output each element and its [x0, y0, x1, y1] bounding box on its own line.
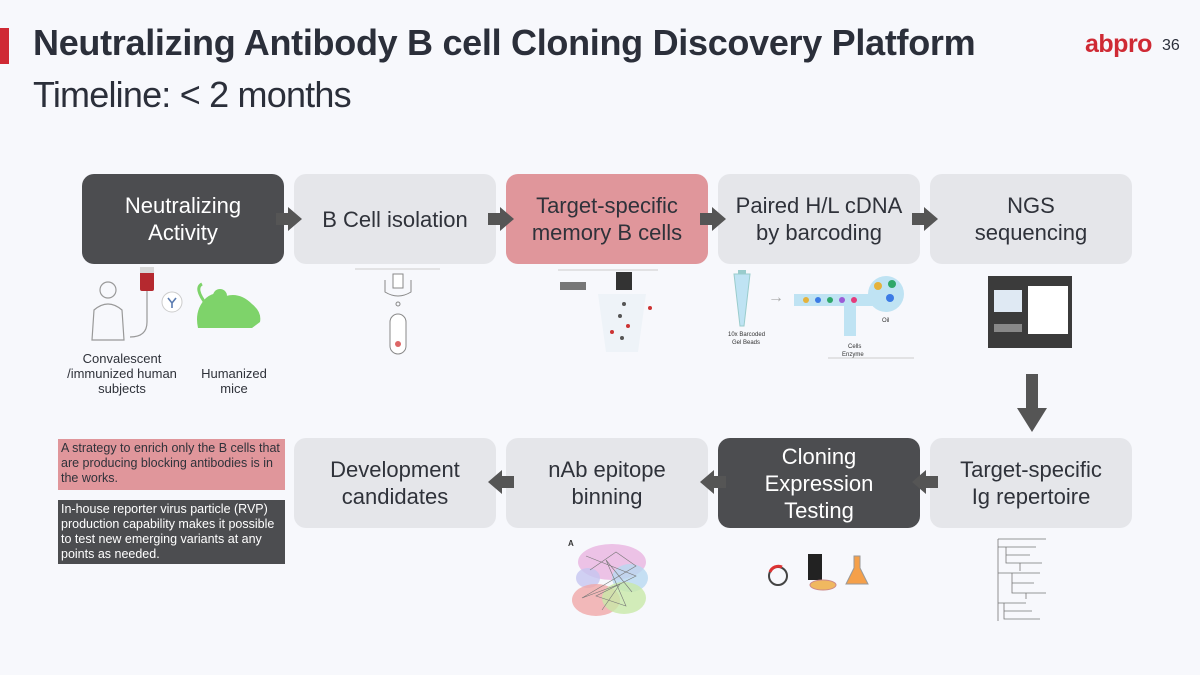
- ngs-sequencer-icon: [988, 276, 1072, 348]
- step-nab-epitope-binning: nAb epitope binning: [506, 438, 708, 528]
- step-label: B Cell isolation: [322, 206, 468, 232]
- svg-text:Enzyme: Enzyme: [842, 352, 864, 358]
- svg-text:Gel Beads: Gel Beads: [732, 340, 760, 346]
- step-ngs-sequencing: NGS sequencing: [930, 174, 1132, 264]
- page-number: 36: [1162, 37, 1180, 54]
- left-arrow-icon: [700, 470, 726, 494]
- microfluidics-icon: 10x Barcoded Gel Beads → Oil Cells Enzym…: [728, 270, 914, 359]
- slide-title: Neutralizing Antibody B cell Cloning Dis…: [33, 22, 976, 63]
- cloning-assets-icon: [768, 554, 869, 591]
- phylogenetic-tree-icon: [997, 538, 1046, 621]
- step-neutralizing-activity: Neutralizing Activity: [82, 174, 284, 264]
- step-label: Paired H/L cDNA by barcoding: [735, 193, 903, 245]
- right-arrow-icon: [488, 207, 514, 231]
- left-arrow-icon: [912, 470, 938, 494]
- step-cloning-expression-testing: Cloning Expression Testing: [718, 438, 920, 528]
- down-arrow-icon: [1017, 374, 1047, 432]
- step-paired-hl-cdna: Paired H/L cDNA by barcoding: [718, 174, 920, 264]
- step-label: NGS sequencing: [974, 193, 1088, 245]
- epitope-binning-network-icon: A: [568, 539, 648, 616]
- svg-text:A: A: [568, 539, 574, 548]
- svg-text:10x Barcoded: 10x Barcoded: [728, 332, 765, 338]
- cell-sorter-icon: [558, 269, 658, 352]
- svg-text:Oil: Oil: [882, 318, 889, 324]
- slide-subtitle: Timeline: < 2 months: [33, 74, 352, 115]
- step-label: Cloning Expression Testing: [764, 443, 874, 523]
- step-label: nAb epitope binning: [548, 457, 666, 509]
- note-rvp-capability: In-house reporter virus particle (RVP) p…: [58, 500, 285, 564]
- human-donor-icon: [91, 267, 183, 341]
- right-arrow-icon: [912, 207, 938, 231]
- step-label: Target-specific memory B cells: [531, 193, 683, 245]
- step-target-specific-memory-b-cells: Target-specific memory B cells: [506, 174, 708, 264]
- abpro-logo: abpro: [1085, 30, 1152, 58]
- svg-text:→: →: [768, 289, 784, 306]
- title-accent-bar: [0, 28, 9, 64]
- step-label: Neutralizing Activity: [124, 193, 242, 245]
- step-label: Target-specific Ig repertoire: [960, 457, 1102, 509]
- step-label: Development candidates: [330, 457, 460, 509]
- left-arrow-icon: [488, 470, 514, 494]
- mouse-icon: [197, 282, 261, 328]
- tube-isolation-icon: [355, 268, 440, 355]
- note-enrichment-strategy: A strategy to enrich only the B cells th…: [58, 439, 285, 490]
- step-target-specific-ig-repertoire: Target-specific Ig repertoire: [930, 438, 1132, 528]
- svg-text:Cells: Cells: [848, 344, 861, 350]
- right-arrow-icon: [700, 207, 726, 231]
- caption-humanized-mice: Humanized mice: [201, 366, 267, 396]
- caption-human-subjects: Convalescent /immunized human subjects: [67, 351, 177, 396]
- step-development-candidates: Development candidates: [294, 438, 496, 528]
- right-arrow-icon: [276, 207, 302, 231]
- step-b-cell-isolation: B Cell isolation: [294, 174, 496, 264]
